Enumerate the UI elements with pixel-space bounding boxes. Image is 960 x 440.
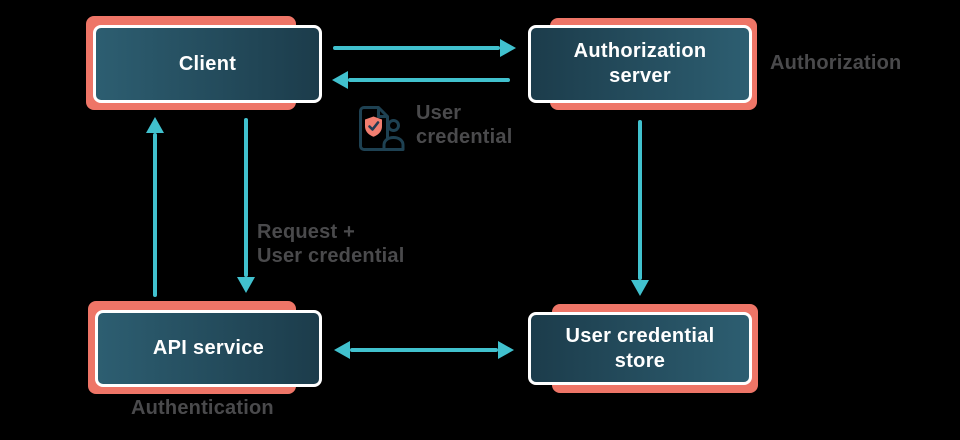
arrow-shaft xyxy=(153,133,157,297)
arrow-head-left-icon xyxy=(334,341,350,359)
arrow-shaft xyxy=(348,78,510,82)
arrow-head-down-icon xyxy=(237,277,255,293)
arrow-shaft xyxy=(638,120,642,280)
node-authorization-server-label: Authorization server xyxy=(573,40,707,87)
annotation-user-credential: User credential xyxy=(416,102,513,148)
arrow-head-left-icon xyxy=(332,71,348,89)
annotation-authentication: Authentication xyxy=(131,397,274,419)
arrow-head-right-icon xyxy=(498,341,514,359)
person-head-shape xyxy=(387,119,400,132)
annotation-request-user-credential: Request + User credential xyxy=(257,221,405,267)
person-body-shape xyxy=(382,136,405,151)
checkmark-shape xyxy=(368,121,380,131)
arrow-shaft xyxy=(244,118,248,277)
node-user-credential-store-box: User credential store xyxy=(528,312,752,385)
arrow-head-right-icon xyxy=(500,39,516,57)
node-user-credential-store-label: User credential store xyxy=(565,324,715,372)
node-client-box: Client xyxy=(93,25,322,103)
arrow-shaft xyxy=(350,348,498,352)
node-api-service-label: API service xyxy=(152,337,265,359)
node-client-label: Client xyxy=(178,52,237,75)
annotation-authorization: Authorization xyxy=(770,52,902,74)
document-fold-shape xyxy=(377,107,388,118)
arrow-shaft xyxy=(333,46,500,50)
node-api-service-box: API service xyxy=(95,310,322,387)
node-authorization-server-box: Authorization server xyxy=(528,25,752,103)
arrow-head-down-icon xyxy=(631,280,649,296)
user-credential-icon xyxy=(359,106,405,151)
arrow-head-up-icon xyxy=(146,117,164,133)
